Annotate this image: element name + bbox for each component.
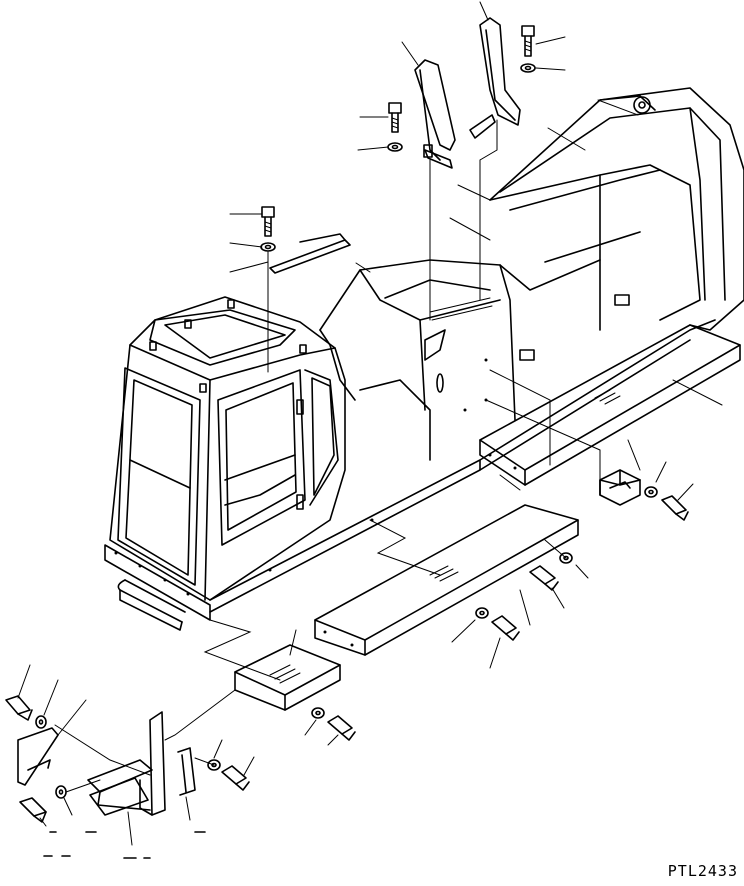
handrail-right <box>469 17 521 139</box>
bolt-middle-right <box>529 565 559 591</box>
front-step-plate <box>234 644 341 711</box>
bolt-right <box>661 495 689 521</box>
bolt-lower-right <box>221 765 250 791</box>
washer-middle-left <box>475 607 489 619</box>
washer-right <box>644 486 658 498</box>
callout-leaders <box>17 1 723 846</box>
assembly-guide-lines <box>54 119 601 793</box>
bolt-front-step <box>327 715 356 741</box>
washer-top-right <box>520 63 536 73</box>
washer-lower-left-mid <box>55 785 67 799</box>
bolt-middle-left <box>491 615 520 641</box>
dash-marks <box>43 831 206 859</box>
drawing-reference-code: PTL2433 <box>667 862 738 880</box>
handrail-cab <box>269 233 351 274</box>
washer-front-step <box>311 707 325 719</box>
lower-step-bracket <box>87 711 166 816</box>
bolt-cab-rail <box>261 206 275 237</box>
upper-structure-deck <box>319 259 601 461</box>
middle-walkway-plate <box>314 504 579 656</box>
revolving-frame <box>209 319 716 613</box>
counterweight-housing <box>489 87 744 331</box>
grab-handle-lower <box>177 747 196 796</box>
handrail-center <box>414 59 456 169</box>
engine-hood <box>489 164 701 361</box>
bolt-top-right <box>521 25 535 57</box>
step-bracket-right <box>599 469 641 506</box>
bolt-lower-left-top <box>5 695 33 721</box>
washer-top-left <box>387 142 403 152</box>
bolt-lower-left-bottom <box>19 797 47 823</box>
hook-rod-lower <box>17 727 59 786</box>
bolt-top-left <box>388 102 402 133</box>
washer-lower-left-top <box>35 715 47 729</box>
operator-cab <box>104 296 346 631</box>
washer-cab-rail <box>260 242 276 252</box>
right-walkway-plate <box>479 324 741 486</box>
